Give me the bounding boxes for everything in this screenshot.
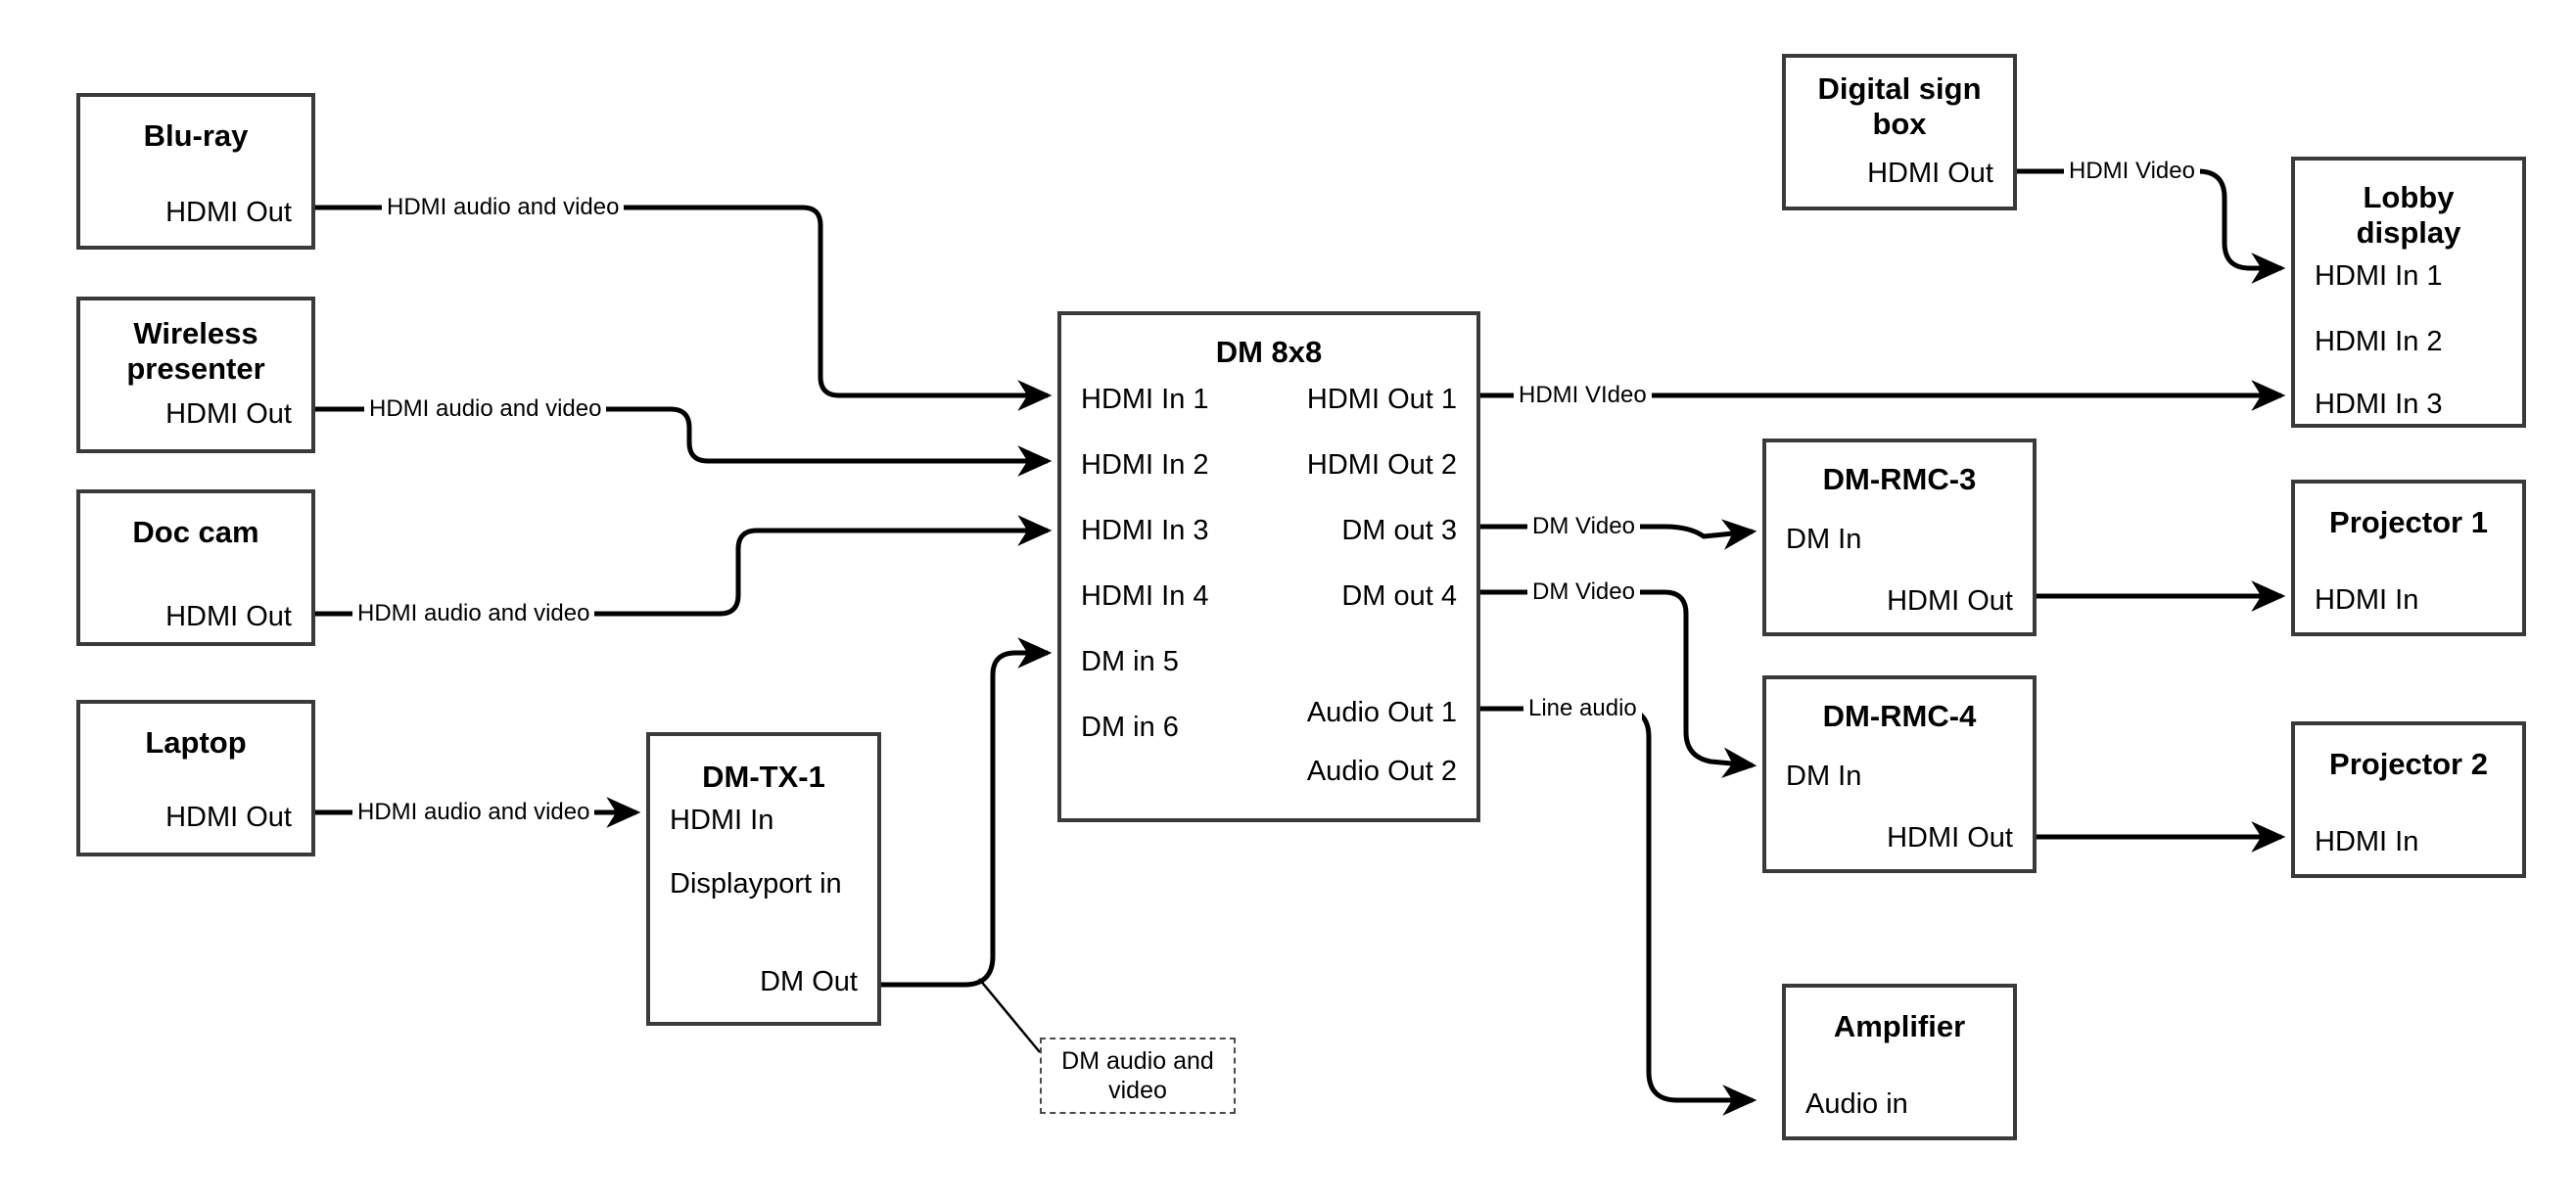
node-laptop[interactable]: Laptop HDMI Out <box>76 700 315 856</box>
wire-wireless-to-dm-in2 <box>315 406 1053 477</box>
port-dm-tx-1-dm-out[interactable]: DM Out <box>760 966 858 997</box>
node-digital-sign-box[interactable]: Digital sign box HDMI Out <box>1782 54 2017 210</box>
node-wireless-presenter[interactable]: Wireless presenter HDMI Out <box>76 297 315 453</box>
port-projector-2-hdmi-in[interactable]: HDMI In <box>2315 826 2419 857</box>
node-dm-8x8[interactable]: DM 8x8 HDMI In 1 HDMI In 2 HDMI In 3 HDM… <box>1057 311 1480 822</box>
port-dm-8x8-dm-out-3[interactable]: DM out 3 <box>1341 515 1457 546</box>
port-projector-1-hdmi-in[interactable]: HDMI In <box>2315 584 2419 616</box>
node-title-doc-cam: Doc cam <box>132 515 259 549</box>
wire-sign-to-lobby-in1 <box>2017 168 2286 284</box>
node-dm-rmc-3[interactable]: DM-RMC-3 DM In HDMI Out <box>1762 439 2037 636</box>
node-projector-2[interactable]: Projector 2 HDMI In <box>2291 721 2526 878</box>
port-dm-8x8-hdmi-in-4[interactable]: HDMI In 4 <box>1081 580 1209 612</box>
node-dm-rmc-4[interactable]: DM-RMC-4 DM In HDMI Out <box>1762 675 2037 873</box>
wire-audio-out1-to-amplifier <box>1480 706 1757 1116</box>
port-laptop-hdmi-out[interactable]: HDMI Out <box>165 802 292 833</box>
port-dm-8x8-hdmi-out-1[interactable]: HDMI Out 1 <box>1306 384 1457 415</box>
node-title-dm-8x8: DM 8x8 <box>1215 335 1323 369</box>
node-title-projector-1: Projector 1 <box>2329 505 2488 539</box>
wire-dm-out3-to-rmc3 <box>1480 519 1757 550</box>
node-title-lobby-display-line1: Lobby <box>2363 180 2455 214</box>
port-dm-tx-1-hdmi-in[interactable]: HDMI In <box>670 805 774 836</box>
note-text: DM audio and video <box>1061 1046 1214 1105</box>
port-dm-rmc-3-hdmi-out[interactable]: HDMI Out <box>1887 585 2013 617</box>
node-lobby-display[interactable]: Lobby display HDMI In 1 HDMI In 2 HDMI I… <box>2291 157 2526 428</box>
port-dm-8x8-dm-in-5[interactable]: DM in 5 <box>1081 646 1179 677</box>
node-title-blu-ray: Blu-ray <box>143 118 249 153</box>
edge-label-wireless: HDMI audio and video <box>364 397 607 421</box>
wire-dm-out4-to-rmc4 <box>1480 589 1757 778</box>
port-dm-8x8-audio-out-1[interactable]: Audio Out 1 <box>1306 697 1457 728</box>
port-dm-rmc-4-hdmi-out[interactable]: HDMI Out <box>1887 822 2013 854</box>
edge-label-hdmi-video-out1: HDMI VIdeo <box>1514 384 1652 407</box>
node-amplifier[interactable]: Amplifier Audio in <box>1782 984 2017 1140</box>
port-dm-rmc-3-dm-in[interactable]: DM In <box>1786 524 1862 555</box>
port-wireless-presenter-hdmi-out[interactable]: HDMI Out <box>165 398 292 430</box>
node-title-amplifier: Amplifier <box>1833 1009 1966 1043</box>
leader-line-dm-note <box>978 978 1041 1053</box>
port-lobby-display-hdmi-in-2[interactable]: HDMI In 2 <box>2315 326 2443 357</box>
wire-doccam-to-dm-in3 <box>315 515 1053 617</box>
node-title-dm-rmc-3: DM-RMC-3 <box>1822 462 1977 496</box>
node-dm-tx-1[interactable]: DM-TX-1 HDMI In Displayport in DM Out <box>646 732 881 1026</box>
port-dm-8x8-dm-in-6[interactable]: DM in 6 <box>1081 712 1179 743</box>
port-dm-tx-1-displayport-in[interactable]: Displayport in <box>670 868 842 900</box>
node-title-projector-2: Projector 2 <box>2329 747 2488 781</box>
note-dm-audio-and-video: DM audio and video <box>1040 1038 1236 1114</box>
node-title-laptop: Laptop <box>145 725 247 760</box>
edge-label-hdmi-video-sign: HDMI Video <box>2064 160 2200 183</box>
wire-bluray-to-dm-in1 <box>315 205 1053 411</box>
node-projector-1[interactable]: Projector 1 HDMI In <box>2291 480 2526 636</box>
edge-label-dm-video-4: DM Video <box>1527 580 1640 604</box>
edge-label-laptop: HDMI audio and video <box>352 801 595 824</box>
port-doc-cam-hdmi-out[interactable]: HDMI Out <box>165 601 292 632</box>
port-dm-8x8-hdmi-in-3[interactable]: HDMI In 3 <box>1081 515 1209 546</box>
node-title-wireless-presenter-line1: Wireless <box>133 316 258 350</box>
port-dm-8x8-hdmi-in-2[interactable]: HDMI In 2 <box>1081 449 1209 481</box>
node-title-wireless-presenter-line2: presenter <box>126 351 265 386</box>
edge-label-bluray: HDMI audio and video <box>382 196 625 219</box>
node-title-dm-tx-1: DM-TX-1 <box>702 760 825 794</box>
port-lobby-display-hdmi-in-3[interactable]: HDMI In 3 <box>2315 389 2443 420</box>
port-dm-8x8-hdmi-out-2[interactable]: HDMI Out 2 <box>1306 449 1457 481</box>
port-dm-8x8-dm-out-4[interactable]: DM out 4 <box>1341 580 1457 612</box>
node-title-digital-sign-box-line1: Digital sign <box>1817 71 1982 106</box>
node-title-digital-sign-box-line2: box <box>1872 107 1927 141</box>
node-title-lobby-display-line2: display <box>2356 215 2461 250</box>
port-digital-sign-box-hdmi-out[interactable]: HDMI Out <box>1867 158 1993 189</box>
port-dm-8x8-audio-out-2[interactable]: Audio Out 2 <box>1306 756 1457 787</box>
port-dm-rmc-4-dm-in[interactable]: DM In <box>1786 761 1862 792</box>
port-blu-ray-hdmi-out[interactable]: HDMI Out <box>165 197 292 228</box>
edge-label-doccam: HDMI audio and video <box>352 602 595 625</box>
port-dm-8x8-hdmi-in-1[interactable]: HDMI In 1 <box>1081 384 1209 415</box>
node-title-dm-rmc-4: DM-RMC-4 <box>1822 699 1977 733</box>
edge-label-dm-video-3: DM Video <box>1527 515 1640 538</box>
edge-label-line-audio: Line audio <box>1523 697 1642 720</box>
port-amplifier-audio-in[interactable]: Audio in <box>1805 1088 1908 1120</box>
node-doc-cam[interactable]: Doc cam HDMI Out <box>76 489 315 646</box>
node-blu-ray[interactable]: Blu-ray HDMI Out <box>76 93 315 250</box>
port-lobby-display-hdmi-in-1[interactable]: HDMI In 1 <box>2315 260 2443 292</box>
wire-tx-to-dm-in5 <box>881 637 1053 988</box>
